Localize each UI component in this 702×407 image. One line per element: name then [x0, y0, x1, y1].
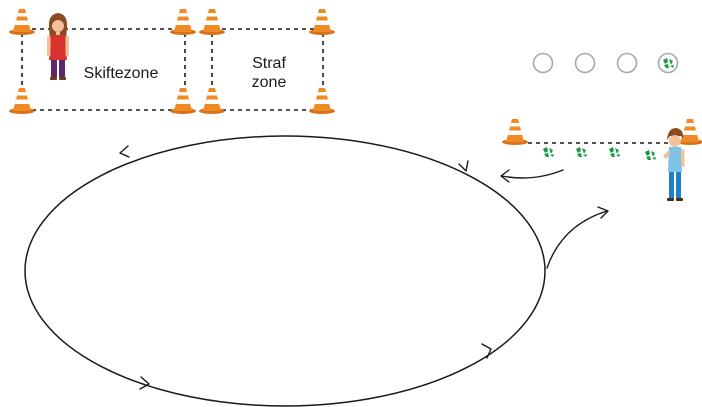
girl-figure-icon — [47, 13, 69, 80]
running-track — [24, 135, 546, 407]
progress-indicators — [532, 52, 679, 74]
flow-arrow-icon — [546, 210, 608, 269]
traffic-cone-icon — [170, 88, 196, 114]
track-direction-arrow — [119, 145, 130, 158]
ball-icon — [643, 148, 657, 162]
traffic-cone-icon — [199, 88, 225, 114]
track-direction-arrow — [139, 376, 150, 390]
indicator-empty — [532, 52, 554, 74]
flow-arrow-icon — [500, 169, 510, 183]
traffic-cone-icon — [170, 9, 196, 35]
penalty-zone-label-line2: zone — [251, 74, 287, 91]
ball-icon — [607, 145, 621, 159]
indicator-empty — [574, 52, 596, 74]
ball-icon — [541, 145, 555, 159]
penalty-zone-label-line1: Straf — [252, 55, 286, 72]
traffic-cone-icon — [502, 119, 528, 145]
ball-icon — [574, 145, 588, 159]
boy-figure-icon — [663, 128, 685, 201]
traffic-cone-icon — [9, 88, 35, 114]
penalty-zone-label: Straf zone — [226, 54, 312, 92]
indicator-empty — [616, 52, 638, 74]
ball-icon — [661, 56, 675, 70]
track-direction-arrow — [458, 160, 469, 172]
flow-arrow-icon — [597, 206, 609, 219]
traffic-cone-icon — [199, 9, 225, 35]
switch-zone-label: Skiftezone — [83, 65, 159, 82]
track-direction-arrow — [481, 343, 492, 359]
traffic-cone-icon — [9, 9, 35, 35]
traffic-cone-icon — [309, 88, 335, 114]
traffic-cone-icon — [309, 9, 335, 35]
flow-arrow-icon — [501, 169, 564, 179]
